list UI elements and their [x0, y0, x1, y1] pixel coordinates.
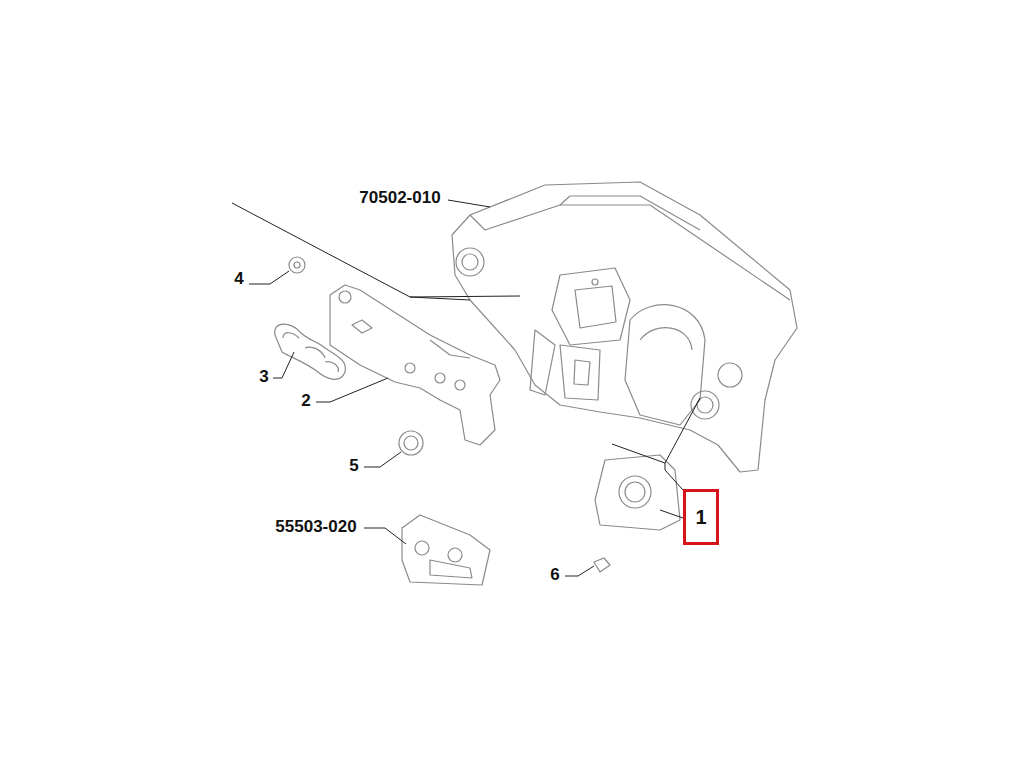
part-number: 70502-010	[359, 189, 440, 206]
clip-figure	[289, 257, 305, 273]
callout-number: 5	[349, 457, 358, 474]
ring-figure	[399, 431, 423, 455]
vent-cover-figure	[595, 455, 680, 530]
small-clip-figure	[594, 558, 610, 572]
trim-panel-figure	[330, 285, 500, 445]
callout-number: 1	[695, 507, 706, 527]
dashboard-figure	[452, 182, 797, 472]
leader-lines	[232, 200, 700, 576]
callout-number: 4	[234, 270, 243, 287]
console-figure	[402, 515, 490, 585]
highlight-box: 1	[683, 489, 719, 545]
part-number: 55503-020	[275, 518, 356, 535]
callout-number: 6	[550, 566, 559, 583]
callout-number: 2	[301, 392, 310, 409]
callout-number: 3	[259, 368, 268, 385]
